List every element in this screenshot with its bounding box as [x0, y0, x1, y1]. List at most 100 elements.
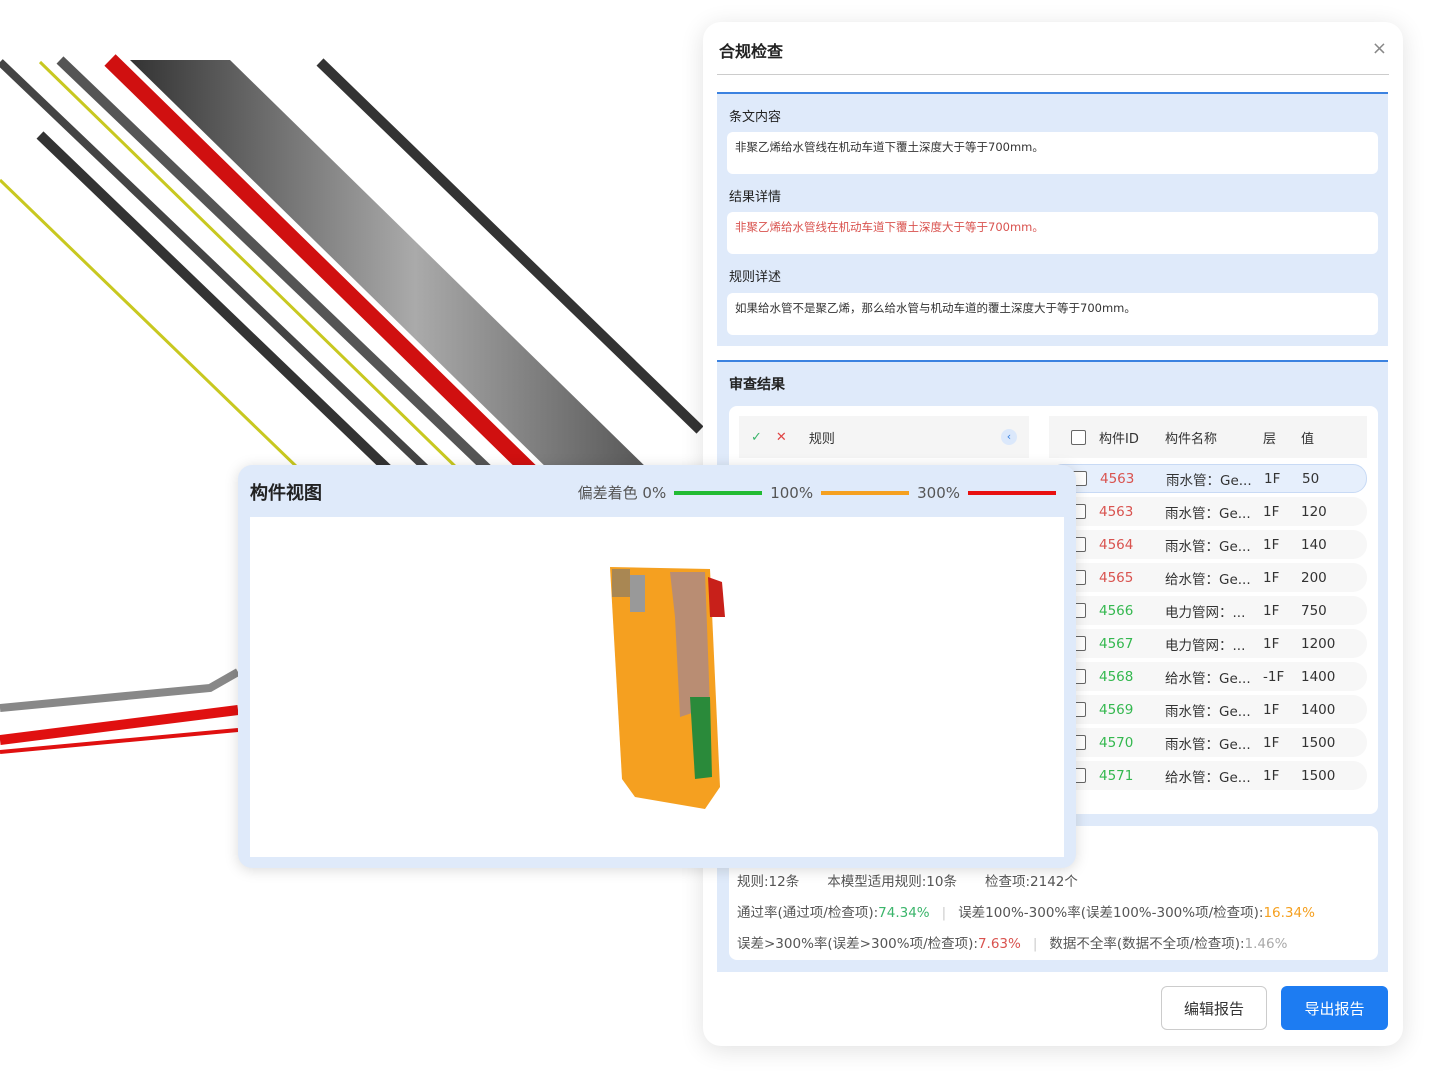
- legend-bar-green: [674, 490, 763, 495]
- edit-report-button[interactable]: 编辑报告: [1161, 986, 1267, 1030]
- check-items: 检查项:2142个: [984, 874, 1078, 890]
- clause-section: 条文内容 非聚乙烯给水管线在机动车道下覆土深度大于等于700mm。 结果详情 非…: [717, 92, 1388, 346]
- component-id: 4568: [1099, 668, 1134, 685]
- legend-stop-0: 0%: [642, 483, 667, 502]
- table-row[interactable]: 4566 电力管网：... 1F 750: [1049, 596, 1367, 625]
- component-name: 雨水管：Ge...: [1165, 505, 1251, 522]
- component-floor: 1F: [1263, 569, 1280, 586]
- component-value: 1200: [1301, 635, 1336, 652]
- component-value: 750: [1301, 602, 1327, 619]
- check-icon[interactable]: ✓: [751, 429, 762, 445]
- component-value: 1500: [1301, 734, 1336, 751]
- component-id: 4566: [1099, 602, 1134, 619]
- table-row[interactable]: 4567 电力管网：... 1F 1200: [1049, 629, 1367, 658]
- component-model: [610, 567, 725, 809]
- component-name: 给水管：Ge...: [1165, 769, 1251, 786]
- component-name: 给水管：Ge...: [1165, 571, 1251, 588]
- component-id: 4563: [1099, 503, 1134, 520]
- component-name: 雨水管：Ge...: [1165, 703, 1251, 720]
- component-value: 1400: [1301, 701, 1336, 718]
- component-value: 200: [1301, 569, 1327, 586]
- incomplete-label: 数据不全率(数据不全项/检查项):: [1049, 936, 1245, 952]
- component-id: 4567: [1099, 635, 1134, 652]
- incomplete-value: 1.46%: [1244, 936, 1288, 952]
- component-name: 给水管：Ge...: [1165, 670, 1251, 687]
- high-error-value: 7.63%: [977, 936, 1021, 952]
- component-floor: 1F: [1263, 536, 1280, 553]
- component-floor: 1F: [1263, 602, 1280, 619]
- component-table-header: 构件ID 构件名称 层 值: [1049, 416, 1367, 458]
- header-value: 值: [1301, 431, 1315, 447]
- clause-label: 条文内容: [729, 110, 782, 125]
- component-floor: -1F: [1263, 668, 1285, 685]
- cross-icon[interactable]: ✕: [775, 429, 787, 445]
- table-row[interactable]: 4569 雨水管：Ge... 1F 1400: [1049, 695, 1367, 724]
- legend-stop-100: 100%: [770, 483, 814, 502]
- clause-text: 非聚乙烯给水管线在机动车道下覆土深度大于等于700mm。: [727, 132, 1378, 174]
- result-label: 结果详情: [729, 190, 782, 205]
- header-name: 构件名称: [1165, 431, 1218, 447]
- close-icon[interactable]: ×: [1371, 38, 1387, 59]
- high-error-label: 误差>300%率(误差>300%项/检查项):: [737, 936, 978, 952]
- large-pipe: [130, 60, 700, 520]
- component-value: 1500: [1301, 767, 1336, 784]
- table-row[interactable]: 4570 雨水管：Ge... 1F 1500: [1049, 728, 1367, 757]
- component-rows: 4563 雨水管：Ge... 1F 50 4563 雨水管：Ge... 1F 1…: [1049, 464, 1367, 794]
- component-value: 1400: [1301, 668, 1336, 685]
- select-all-checkbox[interactable]: [1071, 429, 1086, 445]
- table-row[interactable]: 4563 雨水管：Ge... 1F 50: [1049, 464, 1367, 493]
- table-row[interactable]: 4564 雨水管：Ge... 1F 140: [1049, 530, 1367, 559]
- component-floor: 1F: [1263, 635, 1280, 652]
- component-floor: 1F: [1264, 470, 1281, 487]
- component-floor: 1F: [1263, 734, 1280, 751]
- applicable-rules: 本模型适用规则:10条: [827, 874, 957, 890]
- component-name: 电力管网：...: [1165, 604, 1246, 621]
- component-id: 4565: [1099, 569, 1134, 586]
- component-name: 雨水管：Ge...: [1165, 538, 1251, 555]
- component-id: 4570: [1099, 734, 1134, 751]
- legend-bar-orange: [821, 490, 910, 495]
- view-title: 构件视图: [250, 483, 322, 504]
- pass-rate-label: 通过率(通过项/检查项):: [737, 905, 879, 921]
- chevron-left-icon[interactable]: ‹: [1001, 429, 1017, 445]
- mid-error-value: 16.34%: [1263, 905, 1315, 921]
- component-floor: 1F: [1263, 503, 1280, 520]
- component-view-panel: 构件视图 偏差着色 0% 100% 300%: [238, 465, 1076, 868]
- component-value: 50: [1302, 470, 1320, 487]
- model-viewport[interactable]: [250, 517, 1064, 857]
- component-floor: 1F: [1263, 767, 1280, 784]
- legend-stop-300: 300%: [917, 483, 960, 502]
- rules-count: 规则:12条: [737, 874, 800, 890]
- red-pipe: [104, 54, 566, 506]
- component-id: 4564: [1099, 536, 1134, 553]
- review-title: 审查结果: [729, 377, 785, 393]
- component-name: 雨水管：Ge...: [1165, 736, 1251, 753]
- component-floor: 1F: [1263, 701, 1280, 718]
- rule-list-header: ✓ ✕ 规则 ‹: [739, 416, 1029, 458]
- component-value: 120: [1301, 503, 1327, 520]
- table-row[interactable]: 4563 雨水管：Ge... 1F 120: [1049, 497, 1367, 526]
- component-name: 雨水管：Ge...: [1166, 472, 1252, 489]
- divider: [717, 74, 1389, 75]
- legend-label: 偏差着色: [577, 484, 638, 502]
- component-id: 4571: [1099, 767, 1134, 784]
- header-id: 构件ID: [1099, 431, 1139, 447]
- pass-rate-value: 74.34%: [878, 905, 930, 921]
- result-text: 非聚乙烯给水管线在机动车道下覆土深度大于等于700mm。: [727, 212, 1378, 254]
- component-value: 140: [1301, 536, 1327, 553]
- rule-label: 规则详述: [729, 270, 782, 285]
- table-row[interactable]: 4571 给水管：Ge... 1F 1500: [1049, 761, 1367, 790]
- export-report-button[interactable]: 导出报告: [1281, 986, 1388, 1030]
- deviation-legend: 偏差着色 0% 100% 300%: [578, 482, 1064, 503]
- dialog-title: 合规检查: [719, 42, 784, 61]
- component-id: 4563: [1100, 470, 1135, 487]
- header-floor: 层: [1263, 431, 1277, 447]
- legend-bar-red: [968, 490, 1056, 495]
- component-id: 4569: [1099, 701, 1134, 718]
- rule-column-label: 规则: [808, 431, 835, 447]
- rule-text: 如果给水管不是聚乙烯，那么给水管与机动车道的覆土深度大于等于700mm。: [727, 293, 1378, 335]
- component-name: 电力管网：...: [1165, 637, 1246, 654]
- table-row[interactable]: 4568 给水管：Ge... -1F 1400: [1049, 662, 1367, 691]
- table-row[interactable]: 4565 给水管：Ge... 1F 200: [1049, 563, 1367, 592]
